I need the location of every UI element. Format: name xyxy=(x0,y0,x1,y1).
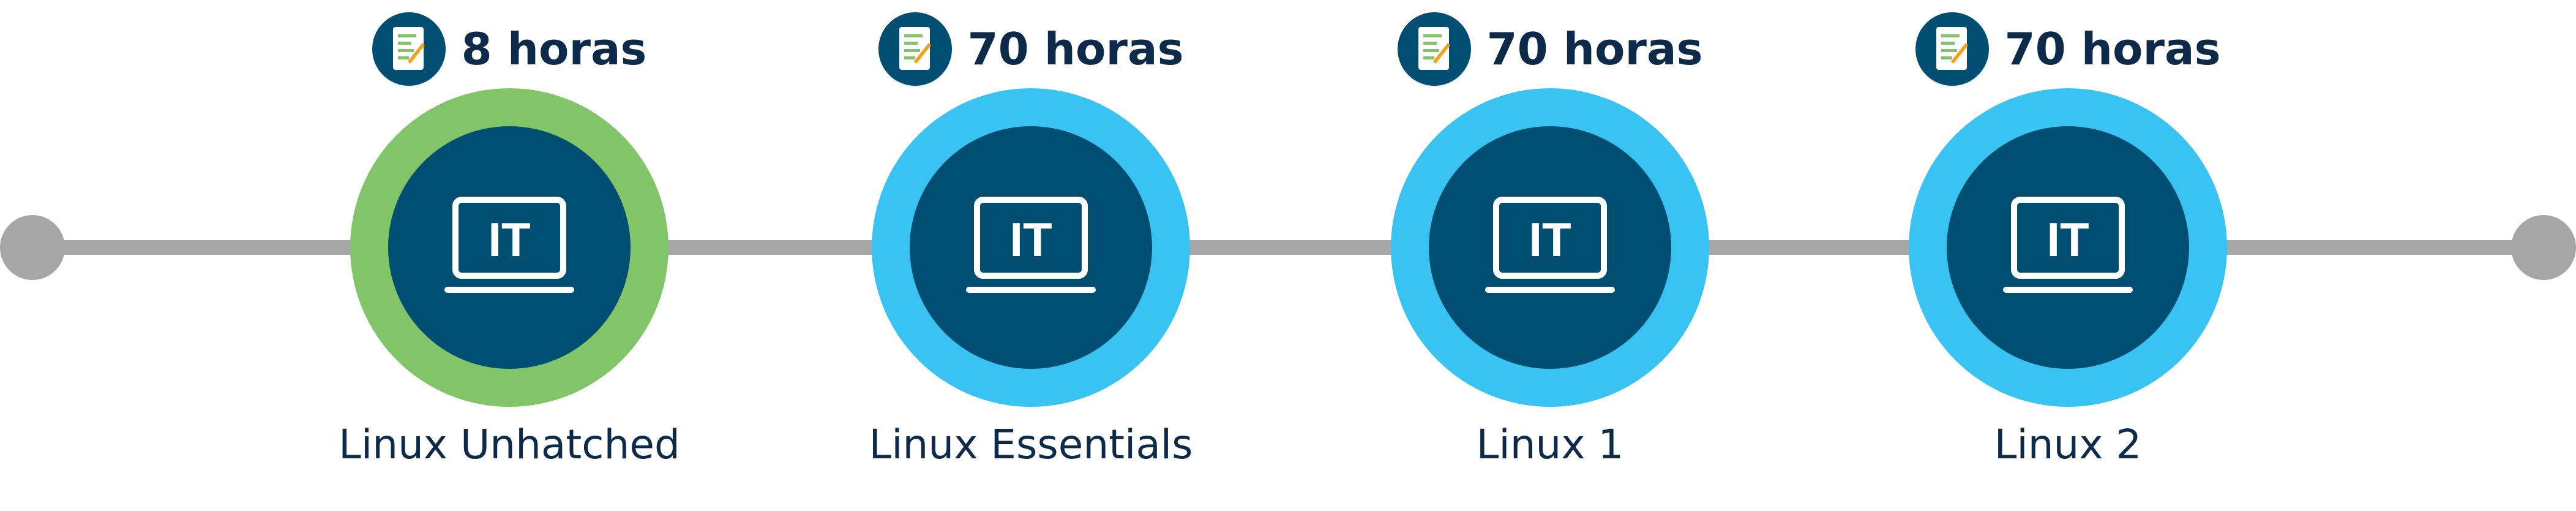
document-icon xyxy=(1397,12,1471,86)
duration-label: 70 horas xyxy=(967,23,1184,75)
timeline-start-dot xyxy=(0,215,65,280)
duration-label: 70 horas xyxy=(2004,23,2221,75)
course-ring: IT xyxy=(1909,88,2227,407)
laptop-it-icon: IT xyxy=(444,197,574,293)
course-ring: IT xyxy=(872,88,1190,407)
laptop-it-text: IT xyxy=(1529,213,1571,267)
laptop-it-icon: IT xyxy=(966,197,1096,293)
course-inner-circle: IT xyxy=(1429,126,1671,369)
laptop-it-icon: IT xyxy=(2003,197,2133,293)
laptop-it-text: IT xyxy=(2046,213,2089,267)
document-icon xyxy=(878,12,952,86)
course-inner-circle: IT xyxy=(1947,126,2189,369)
duration-row: 8 horas xyxy=(295,12,724,86)
laptop-it-text: IT xyxy=(488,213,530,267)
laptop-it-icon: IT xyxy=(1485,197,1615,293)
document-icon xyxy=(372,12,446,86)
duration-label: 70 horas xyxy=(1486,23,1703,75)
course-name: Linux Essentials xyxy=(869,421,1193,468)
laptop-it-text: IT xyxy=(1009,213,1052,267)
course-inner-circle: IT xyxy=(910,126,1152,369)
course-node-linux-2: 70 horas IT Linux 2 xyxy=(1854,0,2282,511)
course-node-linux-unhatched: 8 horas IT Linux Unhatched xyxy=(295,0,724,511)
course-node-linux-essentials: 70 horas IT Linux Essentials xyxy=(817,0,1245,511)
course-inner-circle: IT xyxy=(388,126,631,369)
course-node-linux-1: 70 horas IT Linux 1 xyxy=(1336,0,1764,511)
timeline-end-dot xyxy=(2511,215,2576,280)
duration-row: 70 horas xyxy=(1336,12,1764,86)
course-ring: IT xyxy=(1391,88,1709,407)
duration-row: 70 horas xyxy=(817,12,1245,86)
course-name: Linux Unhatched xyxy=(339,421,680,468)
course-ring: IT xyxy=(350,88,668,407)
course-name: Linux 2 xyxy=(1994,421,2142,468)
course-name: Linux 1 xyxy=(1476,421,1624,468)
duration-label: 8 horas xyxy=(461,23,647,75)
duration-row: 70 horas xyxy=(1854,12,2282,86)
document-icon xyxy=(1915,12,1989,86)
